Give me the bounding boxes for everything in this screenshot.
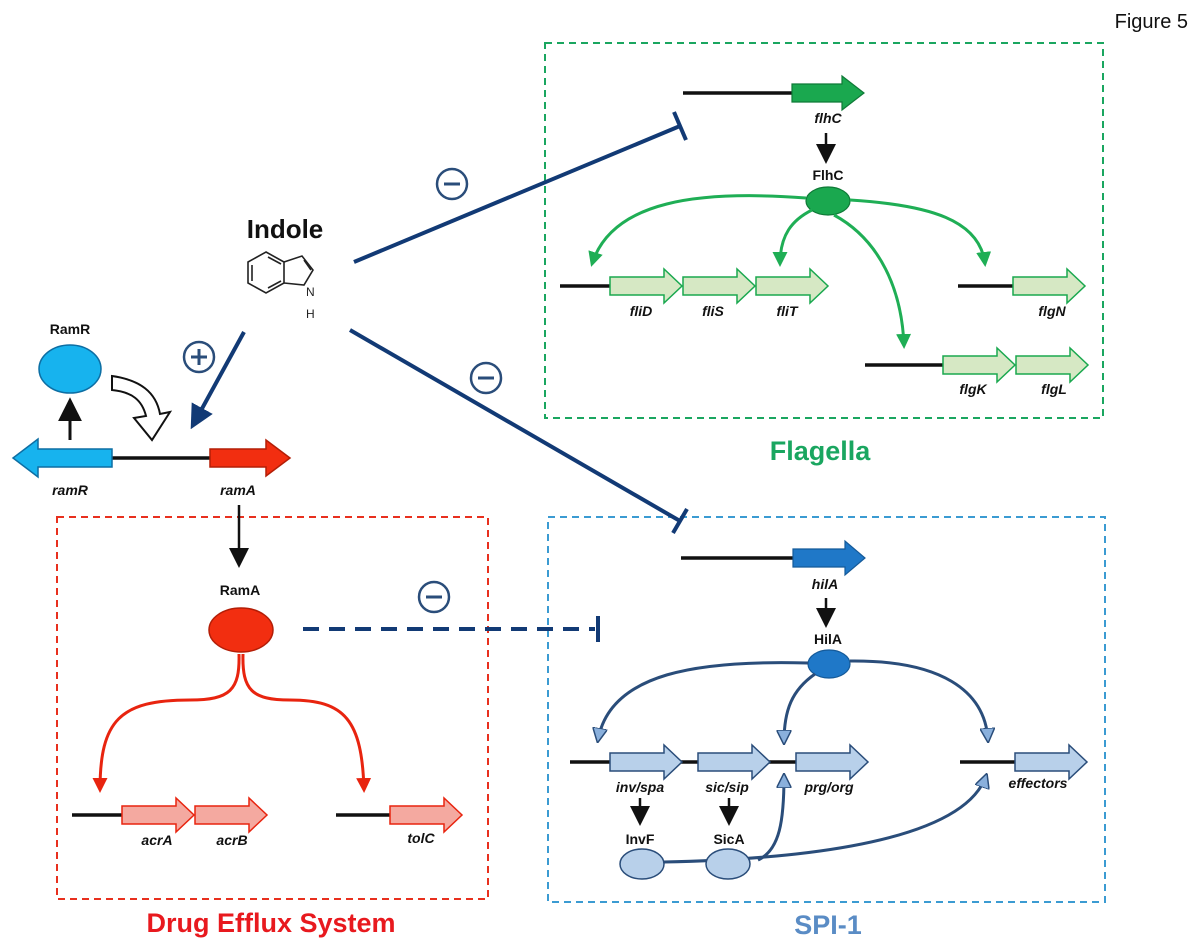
sicsip-gene-arrow [697, 743, 772, 781]
sica-protein [705, 848, 751, 880]
minus-sign-hila [469, 361, 503, 395]
flgl-gene-arrow [1015, 346, 1090, 384]
efflux-box [56, 516, 489, 900]
flid-gene-label: fliD [630, 303, 653, 319]
acra-gene-label: acrA [141, 832, 172, 848]
spi1-box [547, 516, 1106, 903]
ramr-gene-label: ramR [52, 482, 89, 498]
indole-n-label: N [306, 285, 315, 299]
rama-to-tolc-arc [241, 653, 372, 793]
hila-to-prgorg-arc [784, 672, 816, 742]
tolc-gene-arrow [389, 796, 464, 834]
flit-gene-label: fliT [777, 303, 799, 319]
flis-gene-arrow [682, 267, 757, 305]
invspa-gene-arrow [609, 743, 684, 781]
minus-sign-rama [417, 580, 451, 614]
hila-gene-arrow [792, 539, 866, 577]
ramr-protein [38, 344, 102, 394]
rama-protein-label: RamA [220, 582, 260, 598]
acrb-gene-label: acrB [216, 832, 247, 848]
ramr-gene-arrow [11, 437, 113, 479]
flhc-protein [805, 186, 851, 216]
prgorg-gene-arrow [795, 743, 870, 781]
sica-protein-label: SicA [713, 831, 744, 847]
flagella-title: Flagella [770, 436, 872, 466]
flagella-box [544, 42, 1104, 419]
hila-gene-label: hilA [812, 576, 838, 592]
plus-sign-rama [182, 340, 216, 374]
rama-gene-label: ramA [220, 482, 256, 498]
indole-flhc-repression [353, 124, 681, 264]
sicsip-gene-label: sic/sip [705, 779, 749, 795]
sica-to-prgorg-arc [757, 776, 784, 862]
invf-protein-label: InvF [626, 831, 655, 847]
flhc-repression-bar [672, 111, 688, 141]
flgn-gene-arrow [1012, 267, 1087, 305]
effectors-gene-arrow [1014, 743, 1089, 781]
spi1-title: SPI-1 [794, 910, 862, 940]
hila-protein [807, 649, 851, 679]
indole-label: Indole [247, 214, 324, 244]
figure-label: Figure 5 [1115, 11, 1188, 33]
ramr-protein-label: RamR [50, 321, 90, 337]
invf-protein [619, 848, 665, 880]
ramr-repression-arrow [111, 374, 173, 442]
effectors-gene-label: effectors [1009, 775, 1068, 791]
flgk-gene-label: flgK [959, 381, 987, 397]
indole-hila-repression [348, 328, 682, 523]
flhc-gene-arrow [791, 74, 865, 112]
hila-to-effectors-arc [849, 659, 988, 740]
flhc-to-flid-arc [588, 194, 807, 267]
acra-gene-arrow [121, 796, 196, 834]
rama-gene-arrow [209, 438, 292, 478]
invspa-gene-label: inv/spa [616, 779, 664, 795]
flgl-gene-label: flgL [1041, 381, 1067, 397]
acrb-gene-arrow [194, 796, 269, 834]
tolc-gene-label: tolC [407, 830, 435, 846]
prgorg-gene-label: prg/org [804, 779, 854, 795]
rama-protein [208, 607, 274, 653]
flis-gene-label: fliS [702, 303, 724, 319]
efflux-title: Drug Efflux System [146, 908, 395, 938]
flhc-protein-label: FlhC [812, 167, 843, 183]
indole-h-label: H [306, 307, 315, 321]
flgn-gene-label: flgN [1038, 303, 1066, 319]
flhc-to-flgk-arc [833, 213, 912, 349]
flhc-to-flit-arc [772, 208, 813, 267]
flgk-gene-arrow [942, 346, 1017, 384]
minus-sign-flhc [435, 167, 469, 201]
indole-structure [247, 251, 314, 294]
flhc-gene-label: flhC [814, 110, 842, 126]
indole-rama-activation [190, 331, 246, 430]
hila-protein-label: HilA [814, 631, 842, 647]
rama-to-acra-arc [92, 653, 241, 793]
hila-repression-bar [671, 507, 689, 535]
hila-to-invspa-arc [598, 661, 809, 740]
flid-gene-arrow [609, 267, 684, 305]
flhc-to-flgn-arc [849, 198, 992, 267]
flit-gene-arrow [755, 267, 830, 305]
